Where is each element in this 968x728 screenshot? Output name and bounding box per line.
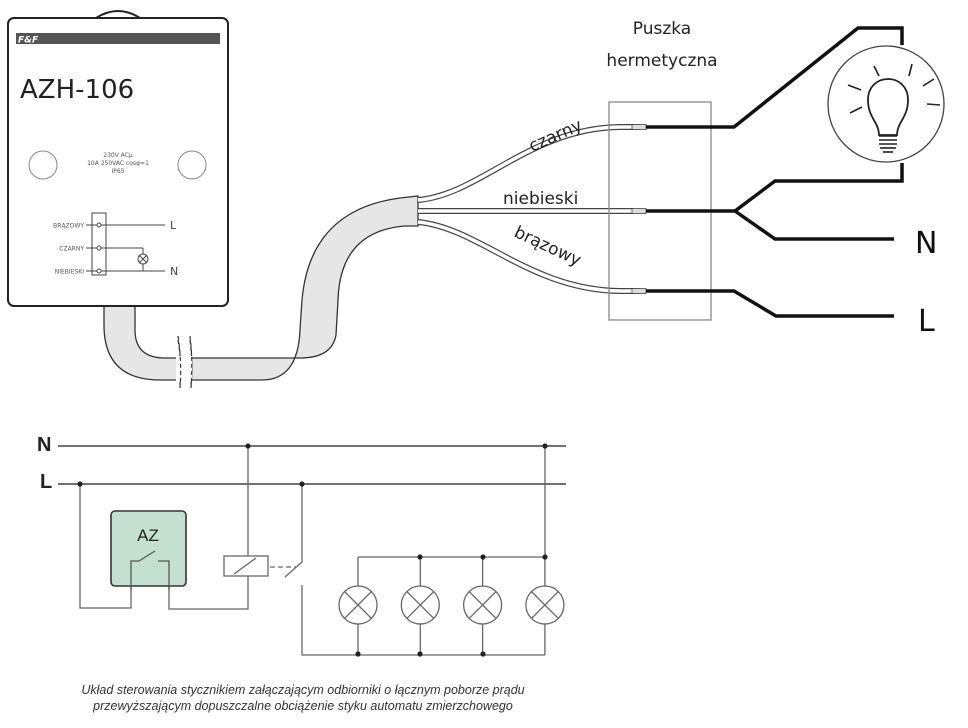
dusk-controller-box <box>110 510 187 587</box>
lamp-symbol <box>338 557 378 655</box>
cable-gap <box>176 356 192 382</box>
mounting-hole-left <box>28 150 58 180</box>
lamp-symbol <box>462 557 503 655</box>
lamp-symbol <box>525 557 565 655</box>
lamp-symbol <box>400 557 440 655</box>
output-label-l: L <box>918 304 935 339</box>
brand-bar <box>16 33 220 44</box>
spec-line: 230V ACµ <box>103 152 133 159</box>
terminal-block <box>91 212 107 276</box>
lamp-return-wire <box>646 163 904 213</box>
mounting-hole-right <box>177 150 207 180</box>
output-wires <box>646 26 904 318</box>
model-name: AZH-106 <box>20 75 134 105</box>
device-azh-106: F&F AZH-106 230V ACµ 10A 250VAC cosφ=1 I… <box>7 10 229 307</box>
device-housing <box>7 17 229 307</box>
wire-blue-stripped-end <box>631 208 647 214</box>
schematic: N L AZ <box>37 434 566 657</box>
junction-box: Puszka hermetyczna <box>606 19 718 321</box>
terminal-label-blue: NIEBIESKI <box>55 269 84 276</box>
terminal-line-n: N <box>170 265 178 278</box>
cable-sheath <box>103 195 419 381</box>
neutral-output-wire <box>733 209 894 241</box>
wires: czarny niebieski brązowy <box>417 115 647 294</box>
bus-label-l: L <box>40 471 52 493</box>
wire-label-blue: niebieski <box>503 189 578 209</box>
cable <box>103 195 419 389</box>
junction-dots <box>77 443 548 657</box>
terminal-label-brown: BRĄZOWY <box>53 223 84 230</box>
spec-line: 10A 250VAC cosφ=1 <box>87 160 149 167</box>
terminal-line-l: L <box>170 219 177 232</box>
lamps <box>338 557 565 655</box>
brand-logo: F&F <box>18 36 39 46</box>
spec-line: IP65 <box>111 168 124 175</box>
wire-black-stripped-end <box>631 124 647 130</box>
wire-brown-stripped-end <box>631 288 647 294</box>
bus-label-n: N <box>37 434 51 456</box>
light-bulb-icon <box>827 45 945 163</box>
wire-label-black: czarny <box>526 115 585 156</box>
caption-line-2: przewyższającym dopuszczalne obciążenie … <box>92 699 513 713</box>
lamp-feed-wire <box>646 26 904 129</box>
junction-box-title: Puszka <box>633 19 691 39</box>
output-label-n: N <box>915 226 937 261</box>
live-output-wire <box>646 289 894 318</box>
dusk-controller-label: AZ <box>137 526 159 545</box>
terminal-label-black: CZARNY <box>59 246 84 253</box>
device-top-bump <box>95 10 141 19</box>
junction-box-subtitle: hermetyczna <box>606 51 717 71</box>
caption-line-1: Układ sterowania stycznikiem załączający… <box>81 683 524 697</box>
